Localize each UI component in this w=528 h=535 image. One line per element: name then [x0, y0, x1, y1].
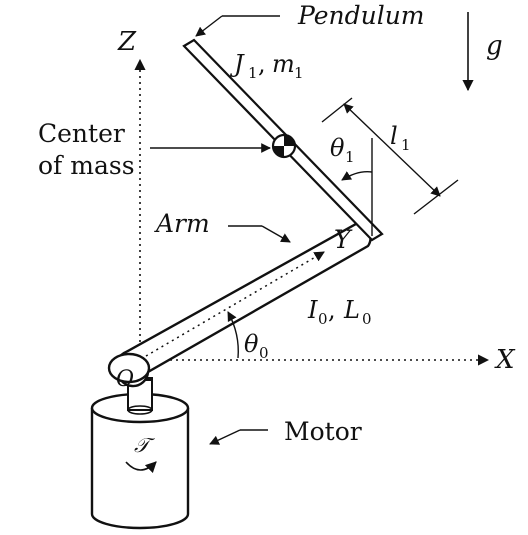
arm-label: Arm: [154, 209, 210, 238]
motor-callout-arrow: [209, 429, 241, 445]
arm-callout-arrow: [261, 225, 291, 243]
theta0-arc: [227, 311, 239, 359]
motor-label: Motor: [284, 417, 362, 446]
pendulum-callout-arrow: [195, 15, 223, 37]
theta0-subscript: 0: [259, 344, 269, 362]
theta0-symbol: θ: [244, 330, 259, 358]
l0-subscript: 0: [362, 310, 372, 328]
y-axis: [145, 251, 325, 357]
theta1-symbol: θ: [330, 134, 345, 162]
l1-symbol: l: [390, 122, 398, 150]
motor: [90, 377, 190, 530]
comma-separator-2: ,: [328, 296, 336, 324]
l1-label: l 1: [390, 122, 411, 154]
pendulum-label: Pendulum: [297, 1, 425, 30]
pendulum-properties: J 1 , m 1: [229, 50, 304, 82]
theta1-label: θ 1: [330, 134, 355, 166]
center-of-mass-label-line2: of mass: [38, 151, 135, 180]
x-axis-label: X: [494, 345, 516, 375]
theta0-label: θ 0: [244, 330, 269, 362]
gravity-label: g: [486, 31, 503, 61]
i-symbol: I: [307, 296, 318, 324]
m-subscript: 1: [294, 64, 304, 82]
origin-label: O: [116, 367, 134, 392]
theta1-arc: [341, 170, 373, 181]
theta1-subscript: 1: [345, 148, 355, 166]
l1-dimension: [321, 97, 459, 215]
i-subscript: 0: [318, 310, 328, 328]
l1-subscript: 1: [401, 136, 411, 154]
comma-separator: ,: [258, 50, 266, 78]
j-symbol: J: [229, 50, 245, 78]
arm-properties: I 0 , L 0: [307, 296, 372, 328]
center-of-mass-icon: [271, 133, 297, 159]
z-axis-label: Z: [117, 27, 137, 57]
center-of-mass-label-line1: Center: [38, 119, 125, 148]
m-symbol: m: [272, 50, 295, 78]
torque-arrow-icon: [125, 461, 157, 474]
j-subscript: 1: [248, 64, 258, 82]
y-axis-label: Y: [334, 225, 353, 254]
l0-symbol: L: [343, 296, 360, 324]
